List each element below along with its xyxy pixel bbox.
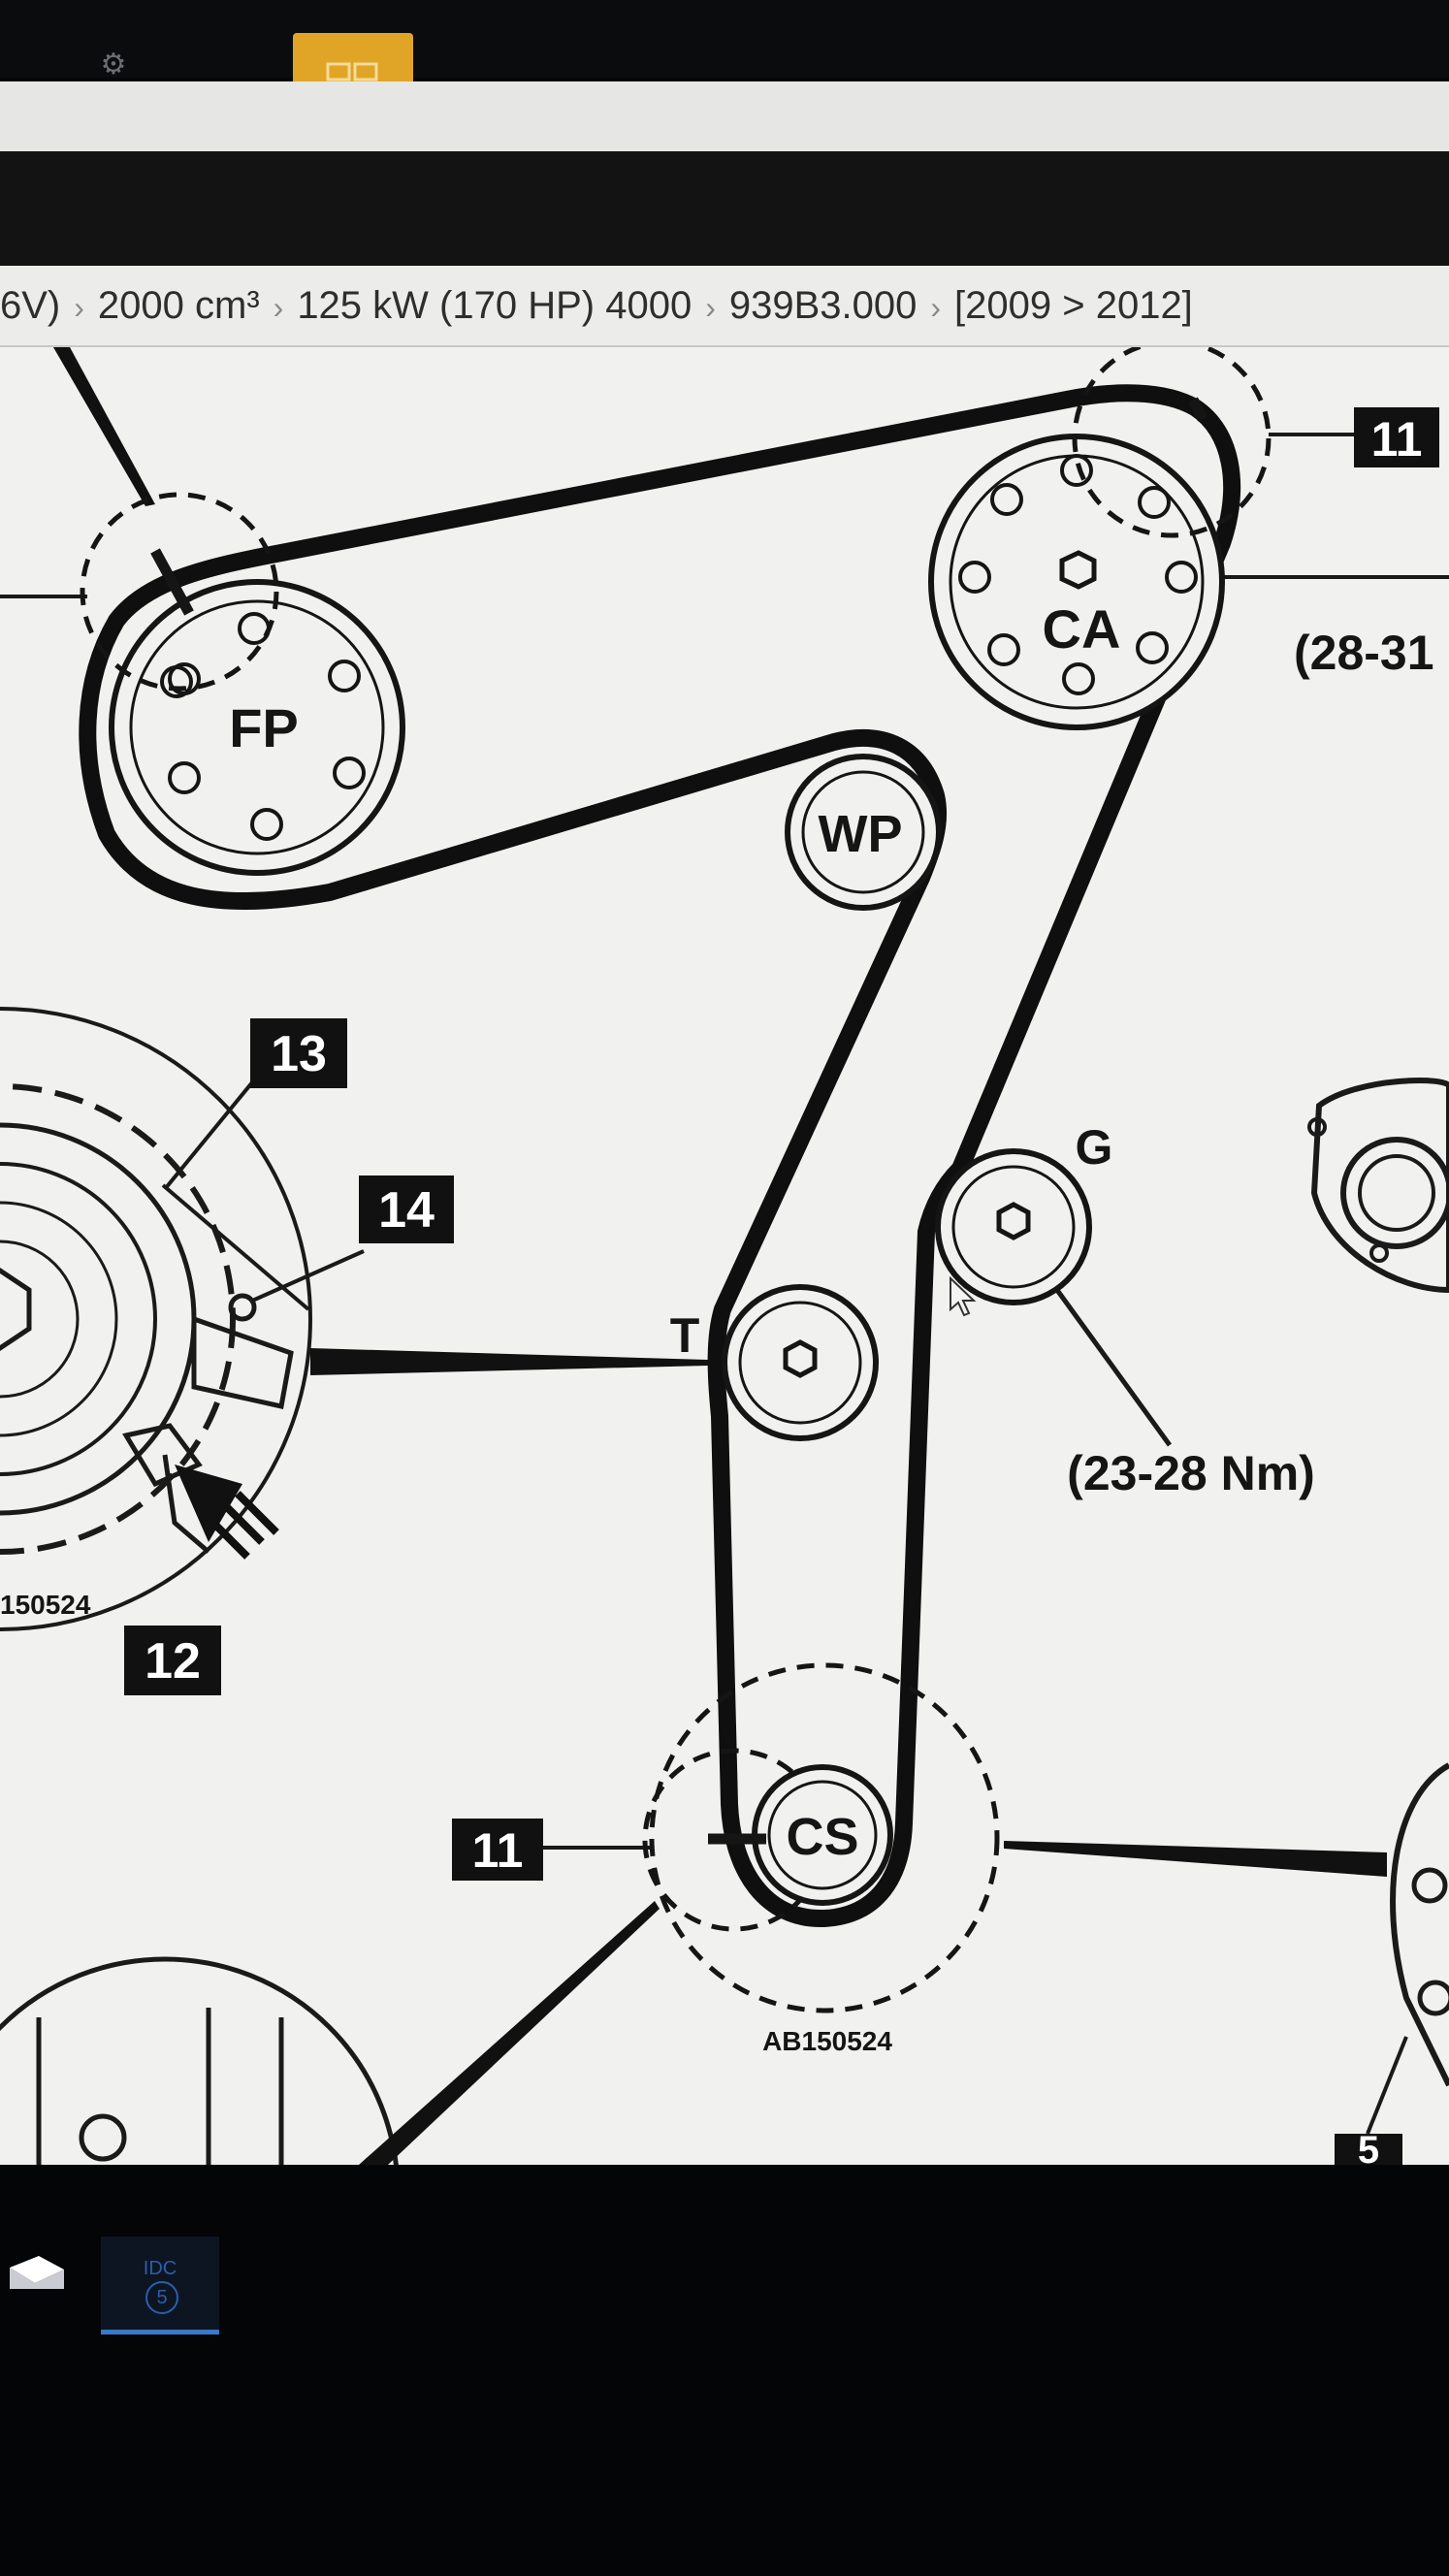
torque-spec-g: (23-28 Nm) bbox=[1067, 1446, 1315, 1500]
breadcrumb-item[interactable]: 939B3.000 bbox=[728, 284, 918, 327]
right-side-component bbox=[1307, 1078, 1449, 2135]
timing-belt bbox=[79, 384, 1240, 1928]
g-label: G bbox=[1076, 1120, 1113, 1175]
ca-pulley: CA bbox=[928, 347, 1272, 730]
callout-12: 12 bbox=[124, 1626, 221, 1695]
timing-belt-diagram[interactable]: FP CA bbox=[0, 347, 1449, 2165]
app-label: IDC bbox=[143, 2258, 177, 2279]
callout-14: 14 bbox=[359, 1175, 454, 1243]
svg-text:13: 13 bbox=[271, 1026, 327, 1082]
mail-app-icon[interactable] bbox=[6, 2250, 68, 2299]
taskbar bbox=[0, 2167, 1449, 2576]
breadcrumb: 6V) › 2000 cm³ › 125 kW (170 HP) 4000 › 939B3.… bbox=[0, 266, 1449, 347]
mouse-pointer-icon bbox=[950, 1276, 977, 1317]
wp-pulley: WP bbox=[785, 754, 942, 911]
breadcrumb-item[interactable]: 125 kW (170 HP) 4000 bbox=[297, 284, 692, 327]
breadcrumb-separator: › bbox=[705, 290, 716, 325]
top-toolbar: ⚙ bbox=[0, 0, 1449, 81]
breadcrumb-item[interactable]: 6V) bbox=[0, 284, 61, 327]
ca-label: CA bbox=[1043, 598, 1121, 660]
taskbar-app-idc[interactable]: IDC 5 bbox=[101, 2237, 219, 2334]
svg-text:11: 11 bbox=[472, 1823, 524, 1878]
pointer-lines bbox=[0, 347, 1449, 2165]
breadcrumb-separator: › bbox=[74, 290, 84, 325]
callout-11-bottom: 11 bbox=[452, 1819, 543, 1881]
crank-sprocket-detail bbox=[0, 1007, 312, 1631]
callout-5: 5 bbox=[1335, 2129, 1402, 2165]
breadcrumb-item[interactable]: 2000 cm³ bbox=[97, 284, 260, 327]
cs-label: CS bbox=[786, 1808, 858, 1866]
breadcrumb-separator: › bbox=[930, 290, 942, 325]
diagram-canvas: FP CA bbox=[0, 347, 1449, 2165]
breadcrumb-separator: › bbox=[273, 290, 284, 325]
cs-crank-pulley: CS bbox=[642, 1662, 1000, 2013]
lower-left-pulley bbox=[0, 1956, 399, 2165]
t-tensioner-pulley: T bbox=[670, 1284, 879, 1441]
callout-11-top: 11 bbox=[1354, 407, 1439, 467]
book-tab[interactable] bbox=[293, 33, 413, 81]
svg-text:5: 5 bbox=[1358, 2129, 1379, 2165]
gear-icon[interactable]: ⚙ bbox=[100, 48, 127, 80]
figure-id: AB150524 bbox=[762, 2026, 892, 2056]
callout-13: 13 bbox=[250, 1018, 347, 1088]
svg-text:11: 11 bbox=[1371, 412, 1423, 467]
svg-text:14: 14 bbox=[378, 1182, 435, 1239]
fp-label: FP bbox=[229, 697, 299, 758]
book-icon bbox=[326, 62, 378, 81]
t-label: T bbox=[670, 1308, 700, 1363]
breadcrumb-item[interactable]: [2009 > 2012] bbox=[954, 284, 1193, 327]
torque-spec-ca: (28-31 bbox=[1294, 626, 1434, 680]
g-idler-pulley: G bbox=[935, 1120, 1113, 1305]
svg-text:12: 12 bbox=[145, 1633, 201, 1690]
header-strip bbox=[0, 81, 1449, 151]
figure-id-left: 150524 bbox=[0, 1590, 91, 1620]
title-band bbox=[0, 151, 1449, 266]
fp-pulley: FP bbox=[80, 492, 405, 876]
wp-label: WP bbox=[819, 805, 903, 863]
app-number-badge: 5 bbox=[145, 2281, 178, 2314]
